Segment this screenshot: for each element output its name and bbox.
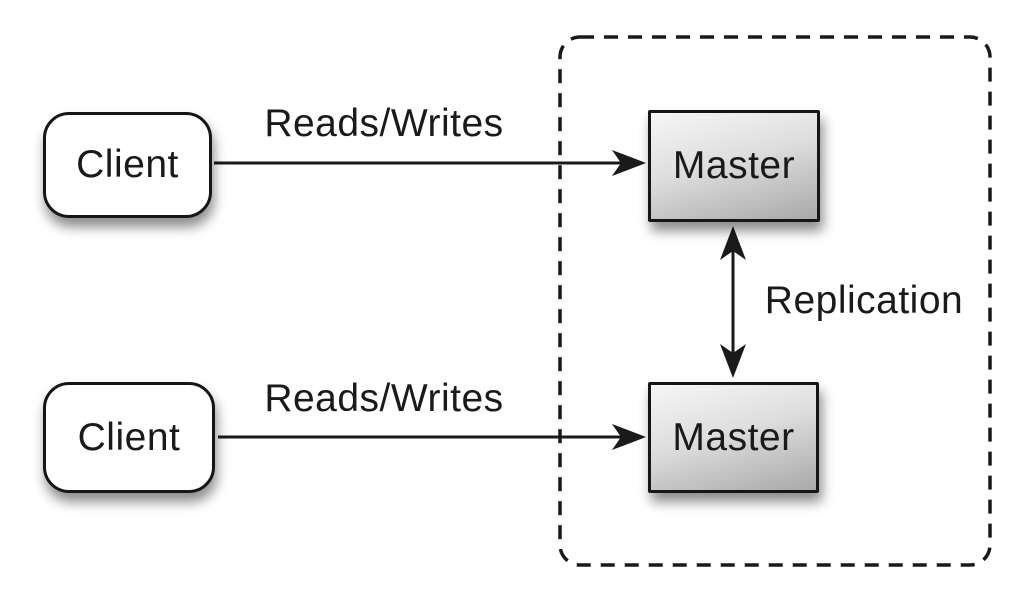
master-node-2-label: Master xyxy=(672,415,795,459)
master-node-2: Master xyxy=(648,382,819,493)
reads-writes-arrow-top xyxy=(214,150,646,176)
client-node-1: Client xyxy=(43,112,212,218)
client-node-2-label: Client xyxy=(77,415,181,459)
arrowhead-right-icon xyxy=(612,150,646,176)
arrowhead-right-icon xyxy=(612,424,646,450)
reads-writes-label-bottom: Reads/Writes xyxy=(264,377,504,420)
client-node-1-label: Client xyxy=(76,143,179,186)
replication-label: Replication xyxy=(764,279,964,322)
reads-writes-label-top: Reads/Writes xyxy=(264,102,504,145)
arrowhead-up-icon xyxy=(720,226,746,260)
replication-arrow xyxy=(720,226,746,378)
replication-boundary-box xyxy=(558,35,992,567)
master-node-1-label: Master xyxy=(672,144,796,187)
master-node-1: Master xyxy=(648,110,820,222)
reads-writes-arrow-bottom xyxy=(218,424,646,450)
client-node-2: Client xyxy=(43,382,215,493)
arrowhead-down-icon xyxy=(720,344,746,378)
